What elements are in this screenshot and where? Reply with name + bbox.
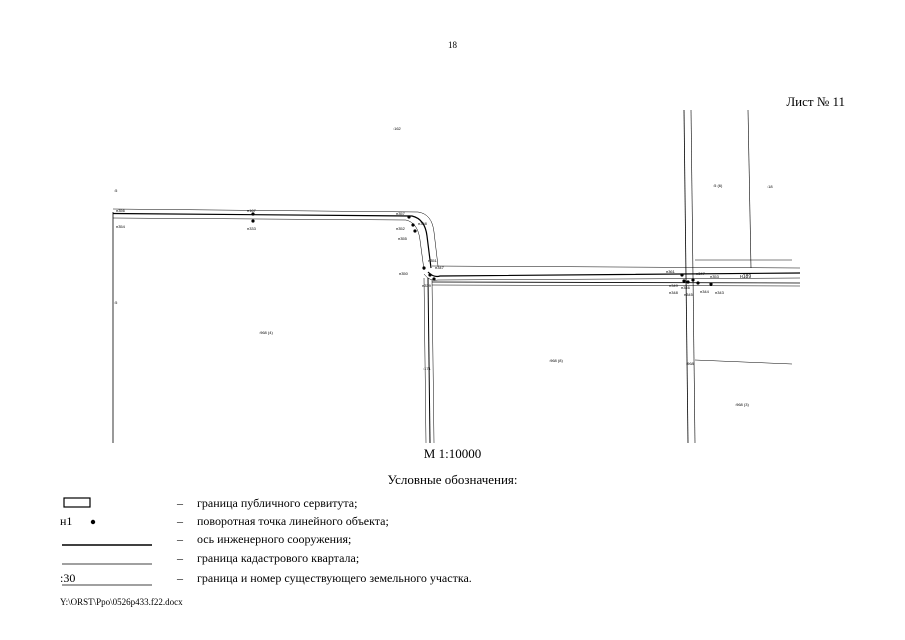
point-label: н167 — [247, 208, 257, 213]
legend-point-label: н1 — [60, 514, 73, 528]
turning-point — [413, 229, 417, 233]
parcel-label: :968 (3) — [735, 402, 749, 407]
quarter-boundary-symbol — [62, 563, 152, 565]
legend-text: граница кадастрового квартала; — [197, 551, 360, 565]
parcel-label: :968 (4) — [259, 330, 273, 335]
turning-point — [251, 219, 255, 223]
servitude-boundary — [431, 284, 801, 287]
parcel-boundary — [694, 359, 793, 365]
legend-row-servitude: – граница публичного сервитута; — [60, 496, 620, 511]
turning-point — [251, 212, 255, 216]
legend-dash: – — [177, 551, 183, 565]
turning-point — [709, 282, 713, 286]
parcel-boundary — [747, 109, 752, 269]
quarter-label: :171 — [423, 366, 432, 371]
point-label: н339 — [422, 283, 432, 288]
parcel-boundary — [690, 109, 696, 444]
engineering-axis — [112, 212, 432, 269]
legend-parcel-label: :30 — [60, 571, 76, 585]
turning-point — [422, 266, 426, 270]
legend-text: ось инженерного сооружения; — [197, 532, 352, 546]
engineering-axis — [431, 281, 801, 284]
engineering-axis — [427, 271, 801, 278]
legend-dash: – — [177, 532, 183, 546]
legend-text: граница и номер существующего земельного… — [197, 571, 472, 585]
turning-point — [432, 277, 436, 281]
engineering-axis — [427, 277, 431, 444]
point-label: н356 — [116, 208, 126, 213]
engineering-axis-symbol — [62, 544, 152, 546]
point-label: н355 — [398, 236, 408, 241]
legend-title: Условные обозначения: — [387, 472, 518, 487]
parcel-boundary-symbol — [62, 584, 152, 586]
legend-row-parcel: :30 – граница и номер существующего земе… — [60, 571, 620, 586]
turning-point — [411, 223, 415, 227]
legend-text: поворотная точка линейного объекта; — [197, 514, 389, 528]
legend-text: граница публичного сервитута; — [197, 496, 358, 510]
point-label: н350 — [399, 271, 409, 276]
point-label: н343 — [715, 290, 725, 295]
point-label: н353 — [710, 274, 720, 279]
servitude-rectangle-symbol — [63, 497, 91, 508]
quarter-label: :5 — [114, 188, 118, 193]
turning-point — [691, 278, 695, 282]
parcel-label: :18 — [767, 184, 773, 189]
point-label: н349 — [669, 283, 679, 288]
servitude-boundary — [423, 273, 801, 281]
point-label: н344 — [700, 289, 710, 294]
legend-row-axis: – ось инженерного сооружения; — [60, 532, 620, 547]
point-label: н347 — [696, 271, 706, 276]
servitude-boundary — [112, 217, 425, 271]
point-label: н347 — [435, 265, 445, 270]
point-label: н346 — [681, 285, 691, 290]
point-label: н351 — [428, 258, 438, 263]
point-label: н361 — [666, 269, 676, 274]
point-label: н348 — [669, 290, 679, 295]
turning-point — [696, 281, 700, 285]
turning-point-symbol — [90, 519, 96, 525]
quarter-label: :968 — [686, 361, 695, 366]
parcel-label: :5 (6) — [713, 183, 723, 188]
point-label: н357 — [396, 211, 406, 216]
legend-dash: – — [177, 514, 183, 528]
turning-point — [682, 279, 686, 283]
turning-point — [686, 280, 690, 284]
parcel-label: :162 — [393, 126, 402, 131]
servitude-boundary — [112, 208, 439, 267]
parcel-boundary — [683, 109, 689, 444]
point-label: н354 — [116, 224, 126, 229]
point-label: н358 — [418, 221, 428, 226]
point-label: н333 — [247, 226, 257, 231]
servitude-boundary — [423, 277, 427, 444]
turning-point — [428, 273, 432, 277]
quarter-label: :5 — [114, 300, 118, 305]
turning-point — [407, 215, 411, 219]
servitude-boundary — [431, 279, 435, 444]
map-scale: М 1:10000 — [423, 446, 482, 461]
sheet-label: Лист № 11 — [786, 94, 845, 109]
legend-dash: – — [177, 496, 183, 510]
legend-row-quarter: – граница кадастрового квартала; — [60, 551, 620, 566]
point-label: н352 — [396, 226, 406, 231]
point-label: н345 — [684, 292, 694, 297]
servitude-boundary — [431, 265, 801, 269]
turning-point — [680, 273, 684, 277]
page-number: 18 — [448, 40, 457, 50]
legend-row-turning-point: н1 – поворотная точка линейного объекта; — [60, 514, 620, 529]
footer-file-path: Y:\ORST\Ppo\0526p433.f22.docx — [60, 597, 183, 607]
point-label: н189 — [740, 274, 751, 280]
cadastral-map: :162 :5 (6) :18 :968 (4) :968 (3) :968 (… — [112, 109, 801, 444]
legend-dash: – — [177, 571, 183, 585]
parcel-label: :968 (8) — [549, 358, 563, 363]
